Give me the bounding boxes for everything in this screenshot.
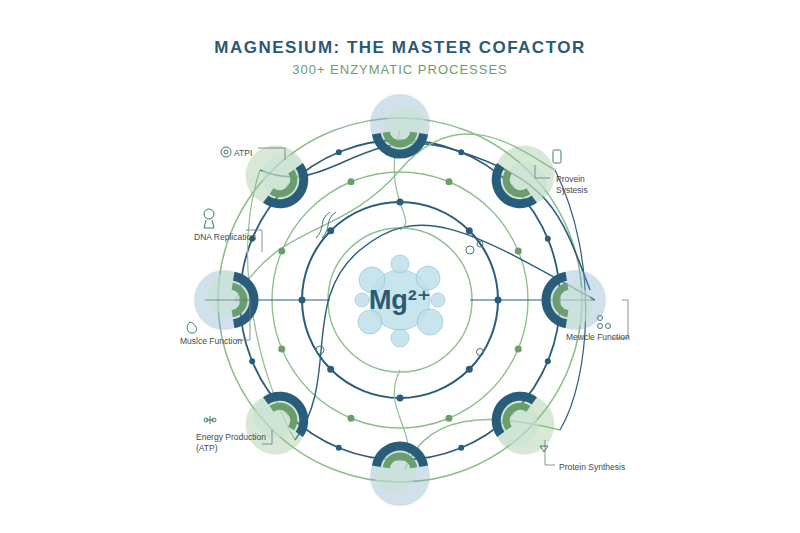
ion-symbol: Mg²⁺ [369,284,431,316]
diagram-title: MAGNESIUM: THE MASTER COFACTOR [214,38,585,58]
process-label: Mewcle Function [566,332,630,343]
process-label: Muslce Function [180,336,242,347]
subtitle: 300+ ENZYMATIC PROCESSES [292,62,508,77]
center-ion: Mg²⁺ [350,250,450,350]
process-label: ATPI [234,148,252,159]
process-label: Energy Production (ATP) [196,432,276,454]
process-label: Provein Systesis [556,174,616,196]
process-label: Protein Synthesis [559,462,625,473]
process-label: DNA Replication [194,232,256,243]
